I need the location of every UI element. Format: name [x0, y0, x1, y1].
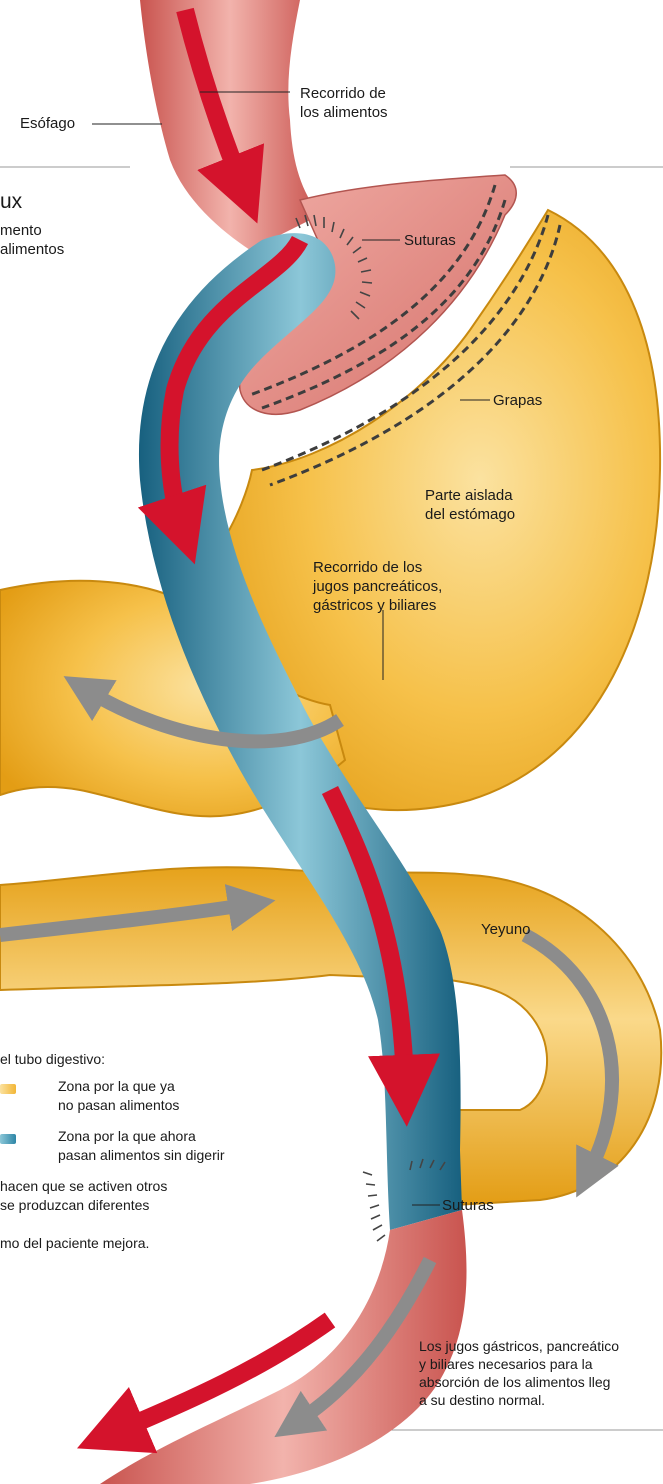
legend-swatch-yellow — [0, 1084, 16, 1094]
bottom-note-line1: Los jugos gástricos, pancreático — [419, 1337, 619, 1355]
label-recorrido-alimentos-line1: Recorrido de — [300, 84, 388, 103]
legend-intro: el tubo digestivo: — [0, 1050, 105, 1069]
label-recorrido-jugos: Recorrido de los jugos pancreáticos, gás… — [313, 558, 442, 615]
left-subtitle-line1: mento — [0, 221, 64, 240]
label-esofago: Esófago — [20, 114, 75, 133]
left-paragraph-line2: se produzcan diferentes — [0, 1196, 167, 1215]
legend-item-yellow: Zona por la que ya no pasan alimentos — [58, 1077, 179, 1115]
legend-item-yellow-line1: Zona por la que ya — [58, 1077, 179, 1096]
label-parte-aislada: Parte aislada del estómago — [425, 486, 515, 524]
label-suturas-top: Suturas — [404, 231, 456, 250]
esophagus — [140, 0, 320, 250]
legend-item-yellow-line2: no pasan alimentos — [58, 1096, 179, 1115]
legend-item-blue: Zona por la que ahora pasan alimentos si… — [58, 1127, 225, 1165]
bottom-note-line4: a su destino normal. — [419, 1391, 619, 1409]
label-recorrido-jugos-line3: gástricos y biliares — [313, 596, 442, 615]
left-paragraph-line1: hacen que se activen otros — [0, 1177, 167, 1196]
label-recorrido-alimentos: Recorrido de los alimentos — [300, 84, 388, 122]
label-suturas-bottom: Suturas — [442, 1196, 494, 1215]
legend-item-blue-line2: pasan alimentos sin digerir — [58, 1146, 225, 1165]
legend-item-blue-line1: Zona por la que ahora — [58, 1127, 225, 1146]
label-yeyuno: Yeyuno — [481, 920, 531, 939]
label-parte-aislada-line1: Parte aislada — [425, 486, 515, 505]
label-parte-aislada-line2: del estómago — [425, 505, 515, 524]
label-recorrido-jugos-line1: Recorrido de los — [313, 558, 442, 577]
left-subtitle-line2: alimentos — [0, 240, 64, 259]
bottom-note: Los jugos gástricos, pancreático y bilia… — [419, 1337, 619, 1409]
label-recorrido-jugos-line2: jugos pancreáticos, — [313, 577, 442, 596]
left-conclusion-fragment: mo del paciente mejora. — [0, 1234, 149, 1253]
left-paragraph-fragment: hacen que se activen otros se produzcan … — [0, 1177, 167, 1215]
label-recorrido-alimentos-line2: los alimentos — [300, 103, 388, 122]
left-title-fragment: ux — [0, 190, 22, 214]
bottom-note-line2: y biliares necesarios para la — [419, 1355, 619, 1373]
left-subtitle-fragment: mento alimentos — [0, 221, 64, 259]
label-grapas: Grapas — [493, 391, 542, 410]
bottom-note-line3: absorción de los alimentos lleg — [419, 1373, 619, 1391]
legend-swatch-blue — [0, 1134, 16, 1144]
